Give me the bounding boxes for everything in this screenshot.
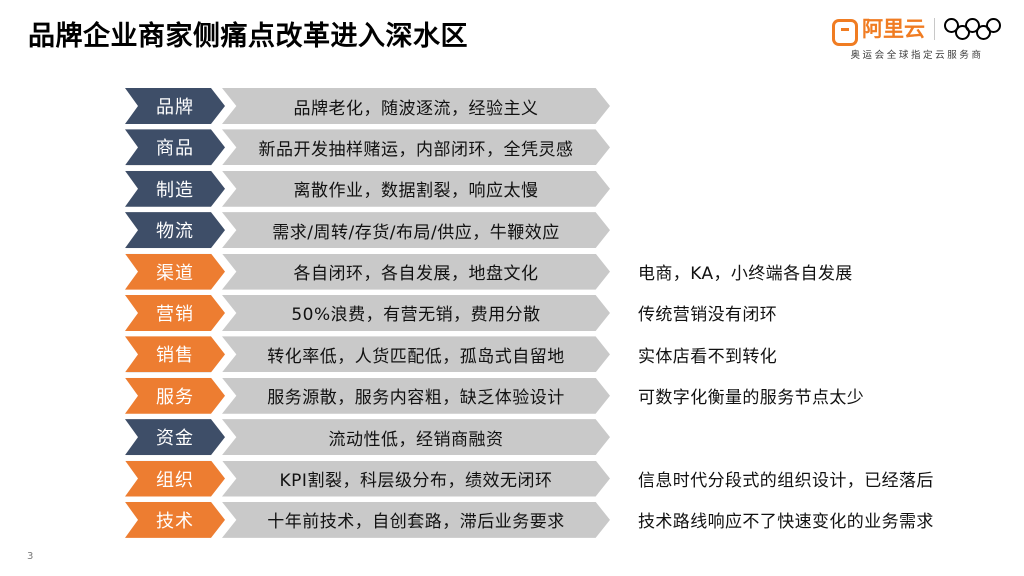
alibaba-cloud-dash-icon: [841, 27, 849, 31]
pain-point-row: 销售 转化率低，人货匹配低，孤岛式自留地 实体店看不到转化: [0, 336, 1024, 377]
category-label: 物流: [156, 221, 194, 243]
pain-point-row: 品牌 品牌老化，随波逐流，经验主义: [0, 88, 1024, 129]
pain-point-row: 资金 流动性低，经销商融资: [0, 419, 1024, 460]
pain-point-banner-6[interactable]: 转化率低，人货匹配低，孤岛式自留地: [222, 336, 610, 373]
pain-point-text: 离散作业，数据割裂，响应太慢: [293, 181, 539, 202]
alibaba-cloud-bracket-mark-icon: [832, 18, 858, 46]
pain-point-banner-10[interactable]: 十年前技术，自创套路，滞后业务要求: [222, 501, 610, 538]
page-number: 3: [27, 551, 34, 562]
category-chevron-9[interactable]: 组织: [125, 460, 225, 497]
category-chevron-7[interactable]: 服务: [125, 377, 225, 414]
category-chevron-0[interactable]: 品牌: [125, 88, 225, 124]
category-label: 组织: [156, 469, 194, 491]
annotation-note-5: 传统营销没有闭环: [638, 305, 778, 326]
pain-point-text: 需求/周转/存货/布局/供应，牛鞭效应: [272, 222, 560, 243]
pain-point-row: 物流 需求/周转/存货/布局/供应，牛鞭效应: [0, 212, 1024, 253]
olympic-rings-icon: [944, 16, 1002, 42]
pain-point-text: 各自闭环，各自发展，地盘文化: [293, 264, 539, 285]
logo-divider: [934, 18, 935, 40]
category-label: 渠道: [156, 262, 194, 284]
category-label: 商品: [156, 138, 194, 160]
pain-point-text: 品牌老化，随波逐流，经验主义: [293, 98, 539, 119]
category-label: 资金: [156, 428, 194, 450]
category-chevron-8[interactable]: 资金: [125, 419, 225, 456]
category-label: 品牌: [156, 97, 194, 118]
pain-point-banner-7[interactable]: 服务源散，服务内容粗，缺乏体验设计: [222, 377, 610, 414]
brand-logo: 阿里云 奥运会全球指定云服务商: [832, 14, 1002, 61]
pain-point-row: 组织 KPI割裂，科层级分布，绩效无闭环 信息时代分段式的组织设计，已经落后: [0, 460, 1024, 502]
logo-tagline: 奥运会全球指定云服务商: [850, 50, 984, 61]
category-label: 营销: [156, 303, 194, 325]
category-label: 服务: [156, 386, 194, 408]
category-label: 制造: [156, 179, 194, 201]
category-chevron-6[interactable]: 销售: [125, 336, 225, 373]
category-label: 技术: [156, 510, 194, 532]
pain-point-banner-1[interactable]: 新品开发抽样赌运，内部闭环，全凭灵感: [222, 129, 610, 166]
pain-point-banner-3[interactable]: 需求/周转/存货/布局/供应，牛鞭效应: [222, 212, 610, 249]
alibaba-cloud-wordmark: 阿里云: [862, 16, 925, 41]
pain-point-banner-9[interactable]: KPI割裂，科层级分布，绩效无闭环: [222, 460, 610, 497]
annotation-note-9: 信息时代分段式的组织设计，已经落后: [638, 471, 934, 492]
pain-point-text: 服务源散，服务内容粗，缺乏体验设计: [267, 388, 565, 409]
pain-point-text: 流动性低，经销商融资: [328, 429, 504, 450]
pain-point-text: 转化率低，人货匹配低，孤岛式自留地: [267, 346, 565, 367]
pain-point-banner-5[interactable]: 50%浪费，有营无销，费用分散: [222, 294, 610, 331]
annotation-note-4: 电商，KA，小终端各自发展: [638, 264, 853, 285]
category-label: 销售: [156, 345, 194, 367]
page-title: 品牌企业商家侧痛点改革进入深水区: [28, 21, 468, 52]
pain-point-rows: 品牌 品牌老化，随波逐流，经验主义商品 新品开发抽样赌运，内部闭环，全凭灵感制造 离散…: [0, 88, 1024, 543]
pain-point-banner-2[interactable]: 离散作业，数据割裂，响应太慢: [222, 170, 610, 207]
alibaba-cloud-logo: 阿里云: [832, 16, 925, 46]
pain-point-banner-0[interactable]: 品牌老化，随波逐流，经验主义: [222, 88, 610, 124]
annotation-note-6: 实体店看不到转化: [638, 346, 778, 367]
category-chevron-1[interactable]: 商品: [125, 129, 225, 166]
category-chevron-3[interactable]: 物流: [125, 212, 225, 249]
pain-point-row: 制造 离散作业，数据割裂，响应太慢: [0, 170, 1024, 212]
category-chevron-10[interactable]: 技术: [125, 501, 225, 538]
pain-point-row: 营销 50%浪费，有营无销，费用分散 传统营销没有闭环: [0, 294, 1024, 336]
annotation-note-7: 可数字化衡量的服务节点太少: [638, 388, 865, 409]
pain-point-row: 渠道 各自闭环，各自发展，地盘文化 电商，KA，小终端各自发展: [0, 253, 1024, 295]
category-chevron-2[interactable]: 制造: [125, 170, 225, 207]
pain-point-banner-8[interactable]: 流动性低，经销商融资: [222, 419, 610, 456]
pain-point-row: 技术 十年前技术，自创套路，滞后业务要求 技术路线响应不了快速变化的业务需求: [0, 501, 1024, 543]
pain-point-banner-4[interactable]: 各自闭环，各自发展，地盘文化: [222, 253, 610, 290]
category-chevron-4[interactable]: 渠道: [125, 253, 225, 290]
pain-point-row: 商品 新品开发抽样赌运，内部闭环，全凭灵感: [0, 129, 1024, 170]
pain-point-text: 50%浪费，有营无销，费用分散: [291, 305, 541, 326]
logo-row: 阿里云: [832, 14, 1002, 46]
pain-point-text: KPI割裂，科层级分布，绩效无闭环: [279, 471, 553, 492]
pain-point-text: 十年前技术，自创套路，滞后业务要求: [267, 512, 565, 533]
pain-point-text: 新品开发抽样赌运，内部闭环，全凭灵感: [258, 139, 574, 160]
pain-point-row: 服务 服务源散，服务内容粗，缺乏体验设计 可数字化衡量的服务节点太少: [0, 377, 1024, 419]
category-chevron-5[interactable]: 营销: [125, 294, 225, 331]
annotation-note-10: 技术路线响应不了快速变化的业务需求: [638, 512, 934, 533]
